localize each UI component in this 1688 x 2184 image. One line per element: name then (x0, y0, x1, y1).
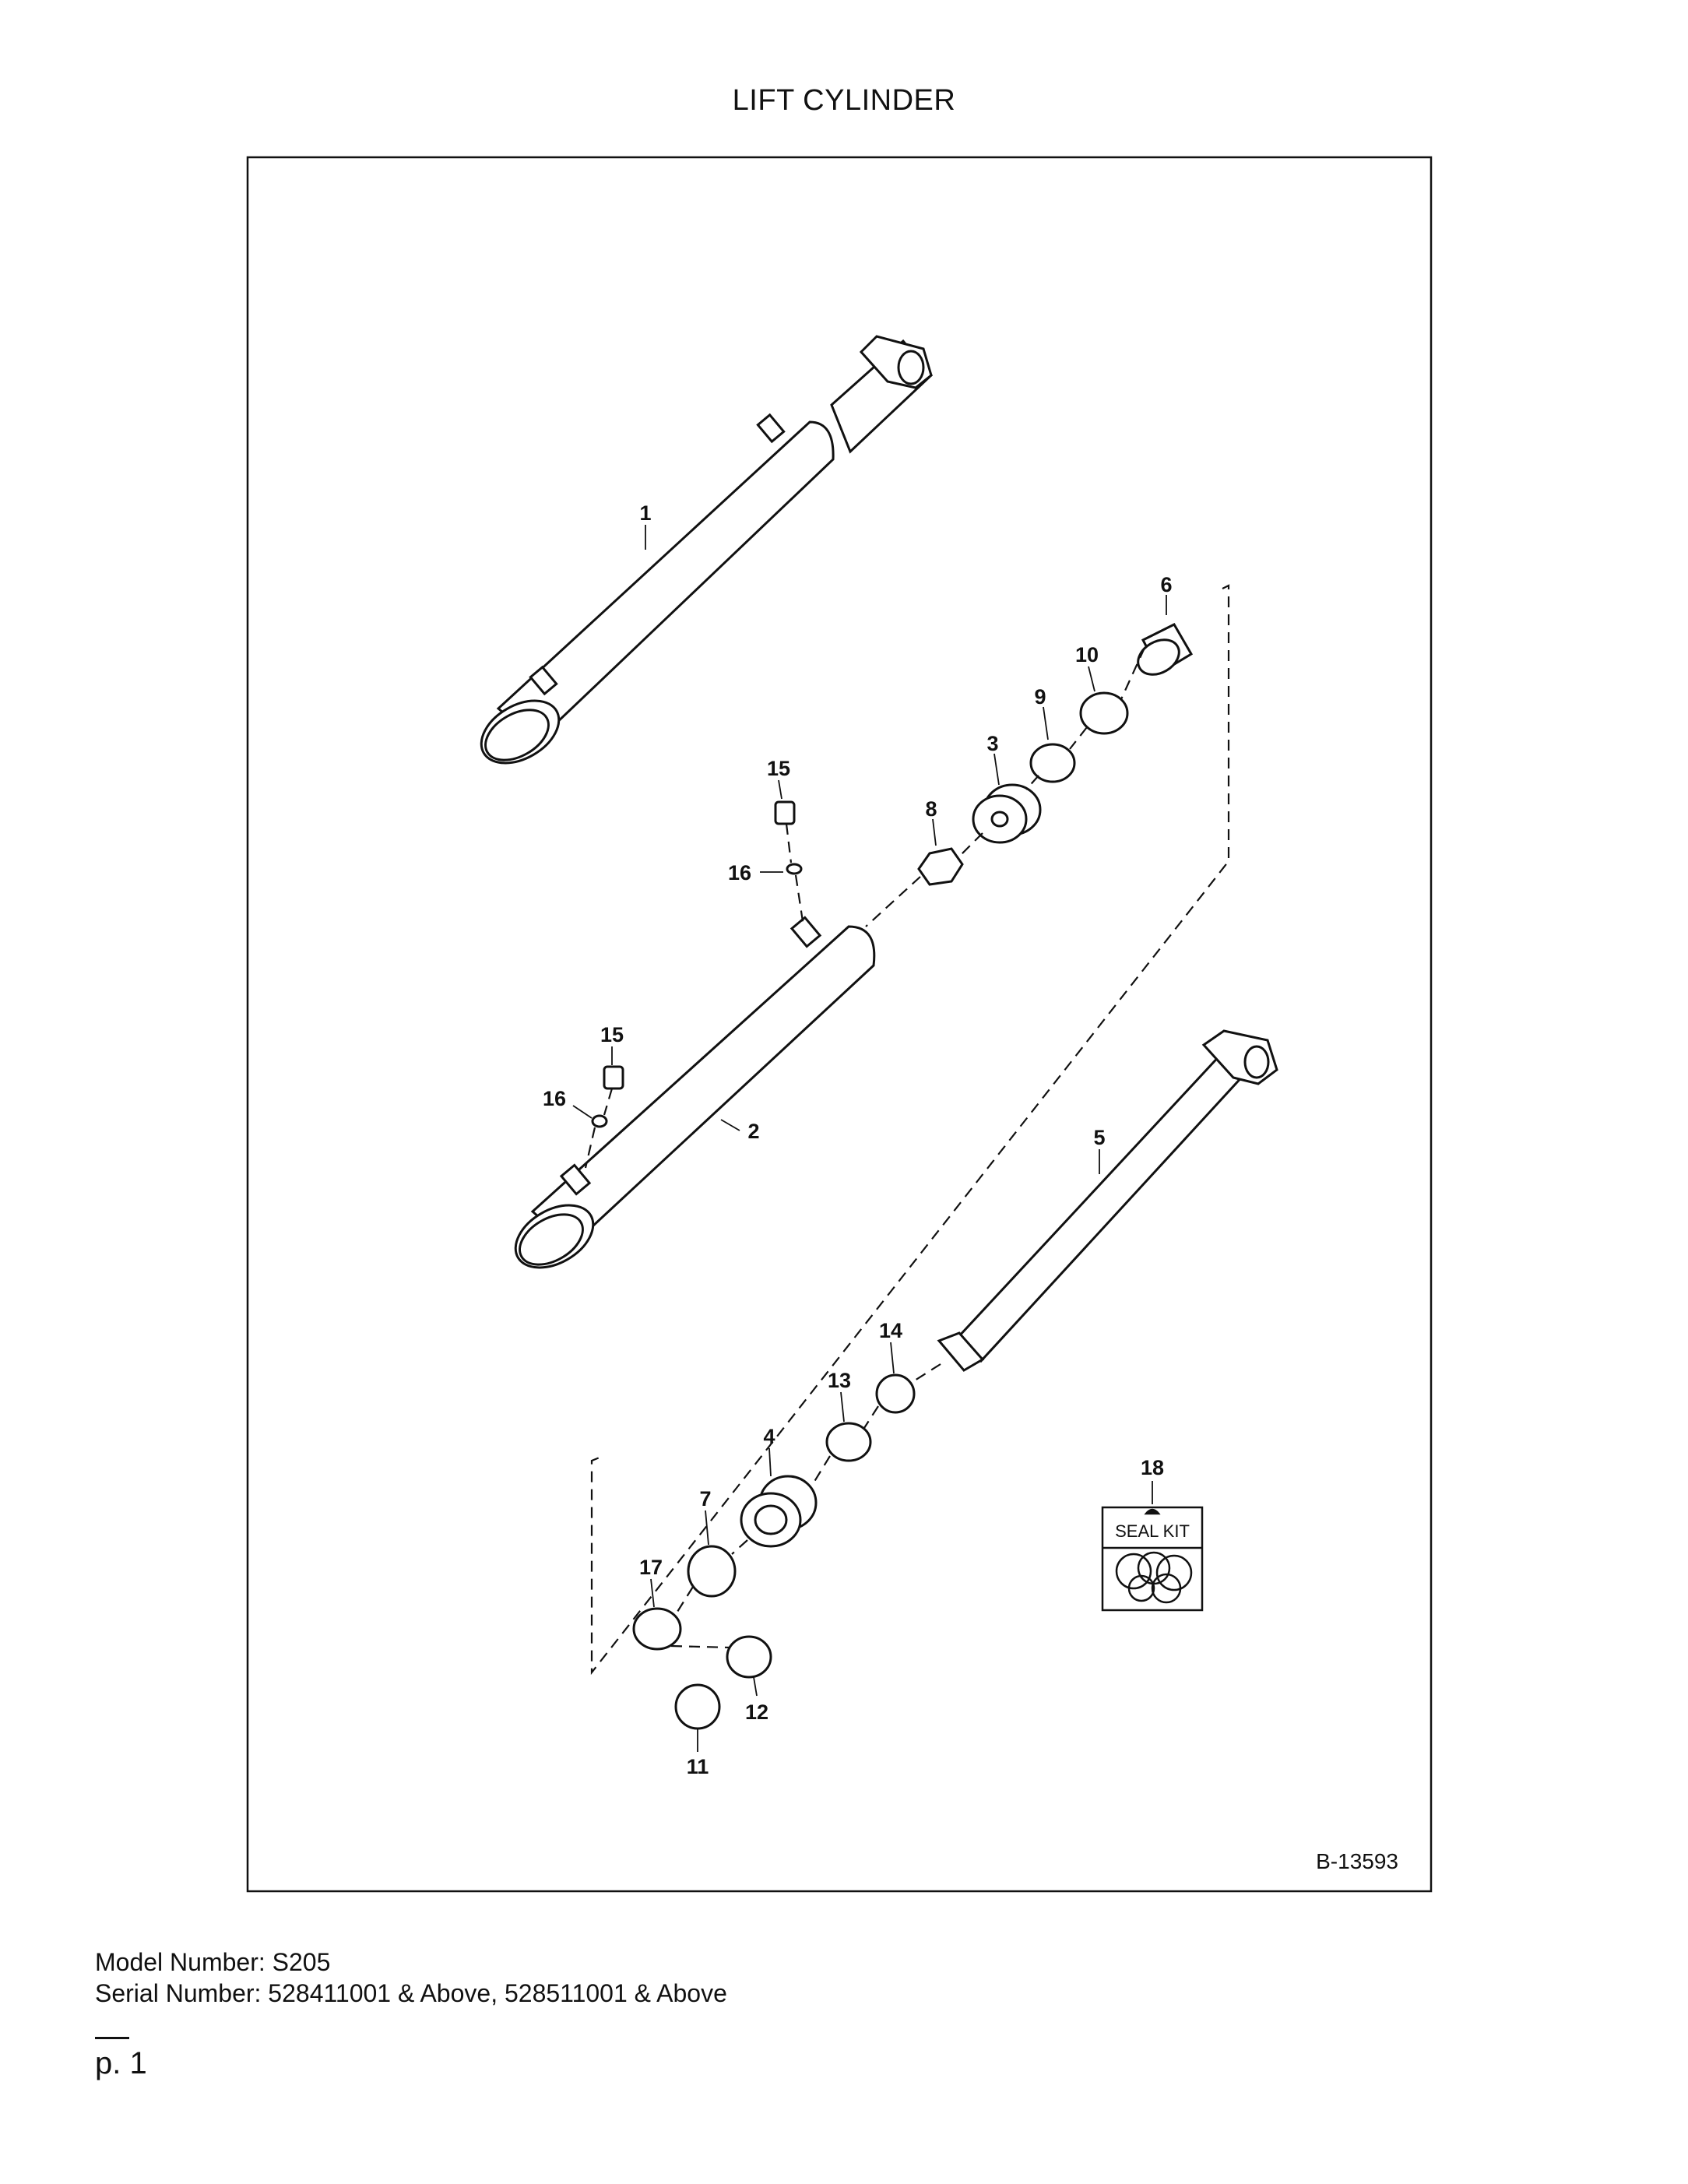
part-4-gland (740, 1475, 818, 1548)
callout-9: 9 (1034, 685, 1046, 709)
model-number: Model Number: S205 (95, 1948, 331, 1976)
callout-12: 12 (745, 1700, 768, 1724)
callout-3: 3 (986, 732, 998, 755)
model-info: Model Number: S205 Serial Number: 528411… (95, 1947, 727, 2009)
part-6-bushing (1137, 623, 1194, 676)
seal-kit-label: SEAL KIT (1115, 1521, 1190, 1541)
part-10-ring (1079, 691, 1129, 735)
part-5-rod (937, 1029, 1278, 1372)
part-15-plug-upper (774, 800, 796, 825)
callout-2: 2 (747, 1120, 759, 1143)
page-number-rule (95, 2037, 129, 2039)
callout-labels: 1 6 10 9 3 8 15 16 15 16 2 5 14 13 4 7 1… (543, 501, 1173, 1778)
part-15-plug-lower (603, 1065, 624, 1090)
callout-5: 5 (1093, 1126, 1105, 1149)
callout-16-upper: 16 (728, 861, 751, 885)
callout-7: 7 (699, 1487, 711, 1511)
part-8-nut (917, 847, 964, 886)
callout-11: 11 (687, 1755, 709, 1778)
figure-code: B-13593 (1316, 1849, 1398, 1873)
callout-15-upper: 15 (767, 757, 790, 780)
part-1-cylinder-assembly (480, 335, 934, 765)
part-16-oring-upper (786, 863, 803, 875)
part-18-seal-kit: SEAL KIT (1101, 1506, 1204, 1612)
part-17-ring (632, 1607, 682, 1651)
callout-4: 4 (763, 1425, 775, 1448)
part-16-oring-lower (591, 1114, 608, 1128)
part-12-ring (726, 1635, 772, 1679)
assembly-dash-lines (584, 584, 1230, 1676)
serial-number: Serial Number: 528411001 & Above, 528511… (95, 1979, 727, 2007)
callout-18: 18 (1141, 1456, 1164, 1479)
callout-16-lower: 16 (543, 1087, 566, 1110)
part-3-piston (972, 783, 1042, 844)
part-7-ring (687, 1545, 737, 1598)
part-14-ring (875, 1373, 916, 1414)
callout-leaders (572, 525, 1167, 1752)
callout-1: 1 (639, 501, 651, 525)
part-2-barrel (514, 916, 876, 1269)
page-title: LIFT CYLINDER (732, 84, 956, 117)
callout-8: 8 (925, 797, 937, 821)
callout-14: 14 (879, 1319, 902, 1342)
callout-6: 6 (1160, 573, 1172, 596)
callout-13: 13 (828, 1369, 851, 1392)
callout-17: 17 (639, 1556, 663, 1579)
diagram-frame (246, 156, 1433, 1893)
page-number: p. 1 (95, 2046, 147, 2080)
part-13-ring (825, 1422, 872, 1462)
part-11-ring (674, 1683, 721, 1730)
callout-10: 10 (1075, 643, 1099, 666)
part-9-ring (1029, 743, 1076, 783)
callout-15-lower: 15 (600, 1023, 624, 1046)
